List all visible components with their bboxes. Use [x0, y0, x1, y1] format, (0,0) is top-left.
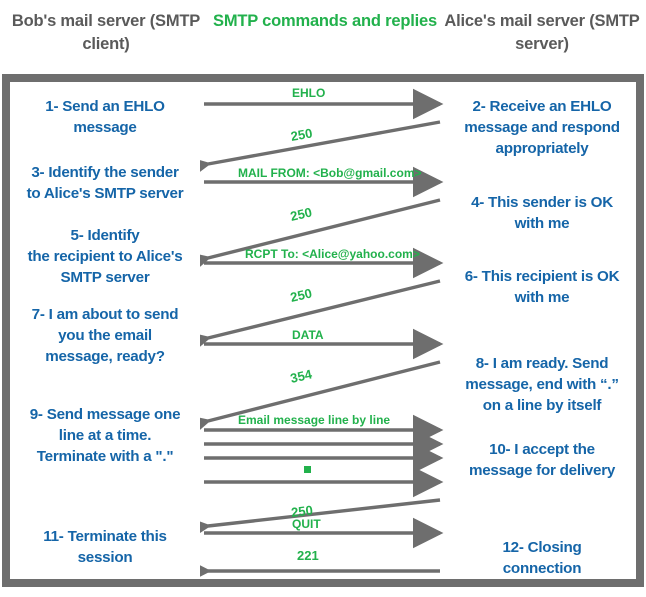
- label-reply-250-ehlo: 250: [289, 125, 314, 144]
- client-step-11: 11- Terminate this session: [43, 528, 167, 566]
- header-server: Alice's mail server (SMTP server): [444, 12, 640, 53]
- frame-bottom-bar: [200, 579, 448, 587]
- client-panel: 1- Send an EHLO message 3- Identify the …: [2, 74, 208, 587]
- server-step-10: 10- I accept the message for delivery: [468, 441, 616, 479]
- client-step-9: 9- Send message one line at a time. Term…: [29, 406, 181, 465]
- arrow-reply-250-data: [200, 498, 441, 545]
- client-panel-inner: 1- Send an EHLO message 3- Identify the …: [10, 82, 200, 579]
- label-rcpt-to: RCPT To: <Alice@yahoo.com>: [245, 247, 420, 261]
- message-terminator-dot-icon: [304, 466, 311, 473]
- message-lane: EHLO 250 MAIL FROM: <Bob@gmail.com> 250 …: [200, 82, 448, 579]
- server-step-4: 4- This sender is OK with me: [471, 194, 613, 232]
- header-middle: SMTP commands and replies: [213, 12, 437, 30]
- header-client: Bob's mail server (SMTP client): [11, 12, 201, 53]
- label-reply-221: 221: [297, 548, 319, 563]
- server-panel: 2- Receive an EHLO message and respond a…: [440, 74, 644, 587]
- server-panel-inner: 2- Receive an EHLO message and respond a…: [448, 82, 636, 579]
- label-ehlo: EHLO: [292, 86, 326, 100]
- server-step-6: 6- This recipient is OK with me: [464, 268, 620, 306]
- arrow-reply-250-rcpt: [200, 279, 441, 360]
- server-step-2: 2- Receive an EHLO message and respond a…: [464, 98, 620, 157]
- arrow-reply-354: [200, 360, 441, 443]
- label-data: DATA: [292, 328, 324, 342]
- arrow-reply-250-ehlo: [200, 120, 441, 184]
- arrow-layer: [200, 88, 444, 579]
- label-mail-from: MAIL FROM: <Bob@gmail.com>: [238, 166, 422, 180]
- server-step-8: 8- I am ready. Send message, end with “.…: [465, 355, 619, 414]
- label-email-body: Email message line by line: [238, 413, 391, 427]
- client-step-7: 7- I am about to send you the email mess…: [31, 306, 179, 365]
- server-step-12: 12- Closing connection: [502, 539, 582, 577]
- client-step-3: 3- Identify the sender to Alice's SMTP s…: [26, 164, 184, 202]
- label-quit: QUIT: [292, 517, 321, 531]
- arrow-reply-250-mail: [200, 198, 441, 280]
- client-step-5: 5- Identify the recipient to Alice's SMT…: [27, 227, 183, 286]
- frame-top-bar: [200, 74, 448, 82]
- client-step-1: 1- Send an EHLO message: [45, 98, 165, 136]
